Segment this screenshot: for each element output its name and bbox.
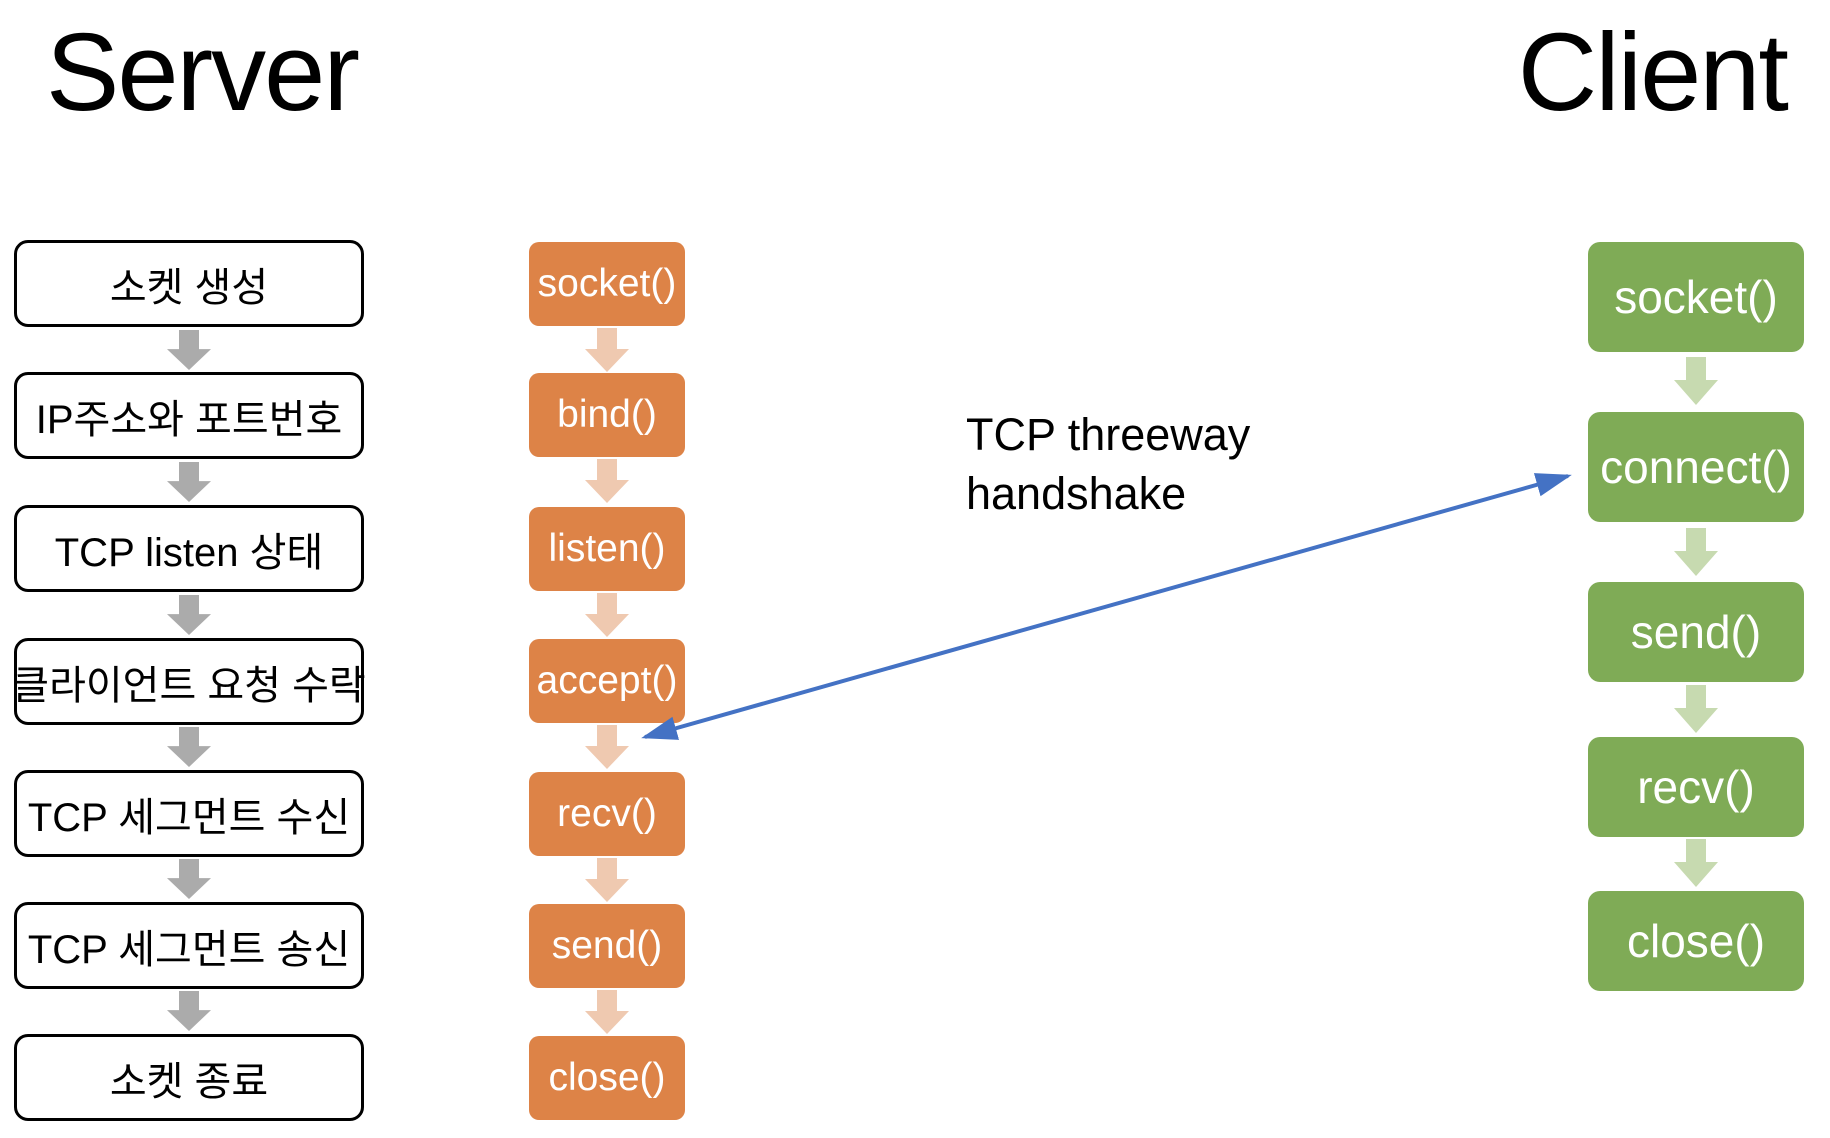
down-arrow-icon bbox=[585, 990, 629, 1034]
client-call-box: close() bbox=[1588, 891, 1804, 991]
server-call-box: socket() bbox=[529, 242, 685, 326]
server-step-box: TCP listen 상태 bbox=[14, 505, 364, 592]
server-step-box: 클라이언트 요청 수락 bbox=[12, 638, 366, 725]
down-arrow-icon bbox=[1674, 357, 1718, 405]
down-arrow-icon bbox=[167, 462, 211, 502]
client-call-box: connect() bbox=[1588, 412, 1804, 522]
down-arrow-icon bbox=[167, 727, 211, 767]
down-arrow-icon bbox=[585, 459, 629, 503]
client-call-box: recv() bbox=[1588, 737, 1804, 837]
down-arrow-icon bbox=[167, 595, 211, 635]
down-arrow-icon bbox=[167, 859, 211, 899]
server-step-box: TCP 세그먼트 수신 bbox=[14, 770, 364, 857]
client-title: Client bbox=[1517, 11, 1789, 134]
down-arrow-icon bbox=[167, 991, 211, 1031]
server-title: Server bbox=[46, 11, 360, 134]
handshake-label: TCP threeway handshake bbox=[966, 409, 1251, 519]
server-call-box: bind() bbox=[529, 373, 685, 457]
server-call-box: accept() bbox=[529, 639, 685, 723]
server-call-box: recv() bbox=[529, 772, 685, 856]
down-arrow-icon bbox=[585, 858, 629, 902]
server-step-box: TCP 세그먼트 송신 bbox=[14, 902, 364, 989]
down-arrow-icon bbox=[585, 593, 629, 637]
server-step-box: 소켓 생성 bbox=[14, 240, 364, 327]
down-arrow-icon bbox=[1674, 528, 1718, 576]
down-arrow-icon bbox=[585, 725, 629, 769]
down-arrow-icon bbox=[1674, 685, 1718, 733]
down-arrow-icon bbox=[167, 330, 211, 370]
down-arrow-icon bbox=[585, 328, 629, 372]
server-step-box: 소켓 종료 bbox=[14, 1034, 364, 1121]
server-step-box: IP주소와 포트번호 bbox=[14, 372, 364, 459]
server-call-box: listen() bbox=[529, 507, 685, 591]
down-arrow-icon bbox=[1674, 839, 1718, 887]
client-call-box: send() bbox=[1588, 582, 1804, 682]
server-call-box: close() bbox=[529, 1036, 685, 1120]
server-call-box: send() bbox=[529, 904, 685, 988]
client-call-box: socket() bbox=[1588, 242, 1804, 352]
